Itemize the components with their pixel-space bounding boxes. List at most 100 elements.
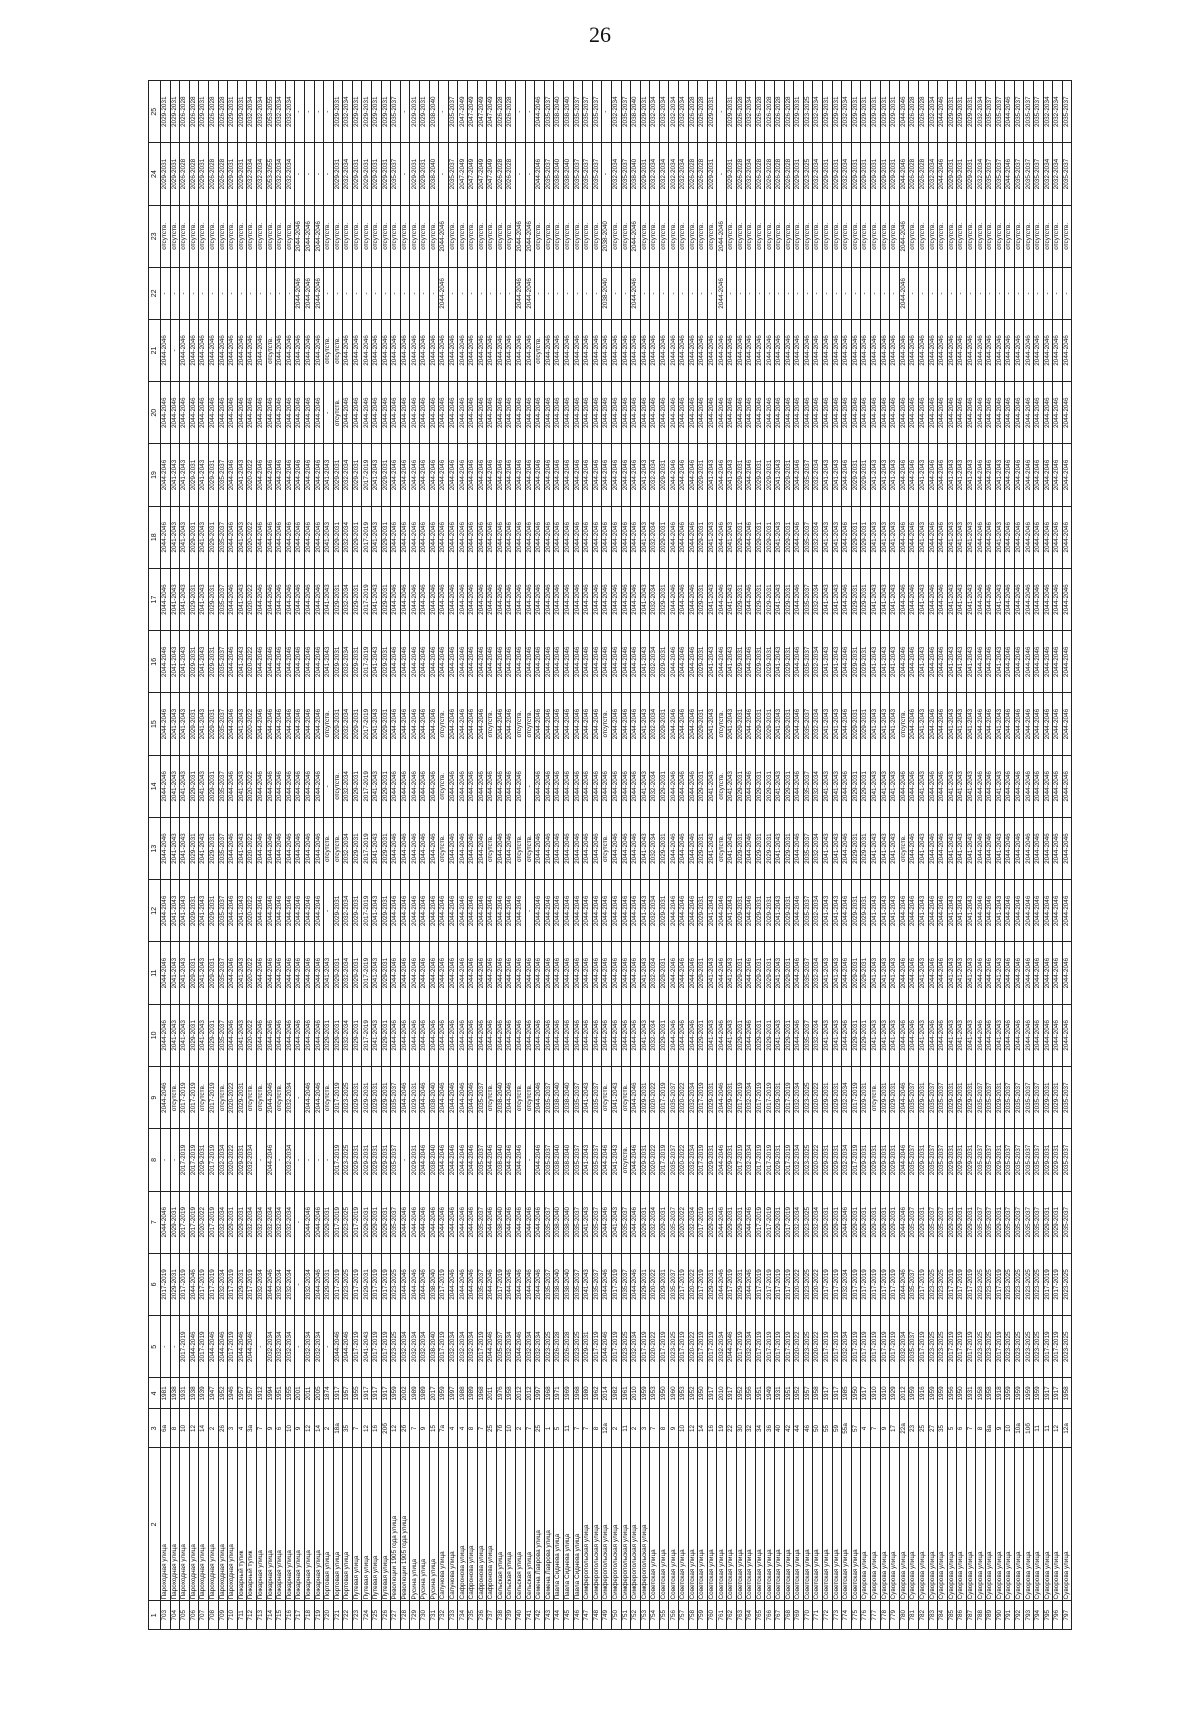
- table-cell: 2032-2034: [256, 142, 267, 206]
- table-cell: 2044-2046: [448, 443, 458, 507]
- table-cell: 2041-2043: [170, 817, 180, 880]
- table-cell: 2026-2028: [189, 80, 199, 143]
- table-cell: 1961: [621, 1377, 631, 1409]
- table-cell: 1950: [659, 1377, 669, 1409]
- table-cell: 2044-2046: [985, 942, 996, 1005]
- table-cell: 2044-2046: [294, 755, 305, 818]
- table-cell: 2044-2046: [448, 568, 458, 631]
- table-cell: 2029-2031: [659, 692, 669, 756]
- table-cell: -: [323, 755, 334, 818]
- table-cell: 2017-2019: [784, 1253, 794, 1316]
- table-cell: -: [409, 267, 420, 320]
- table-cell: 2035-2037: [668, 1253, 679, 1316]
- table-cell: 2029-2031: [832, 1128, 842, 1192]
- table-cell: 9: [880, 1408, 890, 1448]
- table-cell: 2041-2043: [237, 506, 247, 569]
- table-cell: 2044-2046: [294, 879, 305, 942]
- table-cell: 2044-2046: [429, 942, 439, 1005]
- table-cell: отсутств.: [486, 692, 497, 756]
- street-name-cell: Пожарная улица: [314, 1447, 324, 1601]
- table-cell: 2041-2043: [956, 1004, 967, 1067]
- table-cell: 2029-2031: [889, 1191, 900, 1254]
- table-cell: -: [678, 267, 689, 320]
- table-cell: 2035-2037: [908, 1128, 919, 1192]
- table-cell: 2032-2034: [793, 1191, 804, 1254]
- table-cell: 2044-2046: [880, 381, 890, 444]
- table-cell: 2044-2046: [716, 205, 727, 268]
- table-cell: 2029-2031: [1043, 1128, 1053, 1192]
- street-name-cell: Симферопольская улица: [640, 1447, 650, 1601]
- table-cell: 2044-2046: [534, 443, 545, 507]
- street-name-cell: Павла Сиднева улица: [573, 1447, 583, 1601]
- table-cell: -: [621, 267, 631, 320]
- table-cell: 2044-2046: [947, 319, 957, 382]
- table-cell: 2029-2031: [381, 443, 391, 507]
- table-cell: 2044-2046: [937, 443, 948, 507]
- table-cell: 2038-2040: [429, 1315, 439, 1378]
- table-cell: 2041-2043: [870, 630, 881, 693]
- street-name-cell: Суворова улица: [908, 1447, 919, 1601]
- table-cell: 2044-2046: [1004, 755, 1015, 818]
- table-cell: 2041-2043: [956, 942, 967, 1005]
- table-cell: 2032-2034: [266, 1191, 276, 1254]
- table-cell: 2044-2046: [275, 443, 286, 507]
- table-cell: 2044-2046: [525, 1191, 535, 1254]
- table-cell: 2044-2046: [515, 942, 526, 1005]
- table-cell: 7: [649, 1408, 660, 1448]
- table-cell: 2044-2046: [841, 755, 852, 818]
- table-cell: 2044-2046: [294, 267, 305, 320]
- table-cell: 2044-2046: [266, 1004, 276, 1067]
- table-cell: 2044-2046: [716, 630, 727, 693]
- table-cell: 2044-2046: [1062, 506, 1072, 569]
- table-cell: 2029-2031: [784, 755, 794, 818]
- table-cell: 2020-2022: [793, 1253, 804, 1316]
- table-cell: 2041-2043: [323, 630, 334, 693]
- table-cell: 2044-2046: [256, 879, 267, 942]
- table-cell: 1917: [333, 1377, 343, 1409]
- table-cell: 2044-2046: [256, 568, 267, 631]
- table-cell: 2017-2019: [764, 1191, 775, 1254]
- table-cell: 2017-2019: [1052, 1315, 1063, 1378]
- table-cell: 2044-2046: [611, 443, 621, 507]
- table-cell: 2017-2019: [179, 1066, 190, 1129]
- table-cell: 2044-2046: [496, 692, 506, 756]
- table-cell: 2041-2043: [918, 817, 928, 880]
- table-cell: 2044-2046: [928, 319, 938, 382]
- table-cell: 793: [1023, 1600, 1034, 1630]
- table-cell: 32: [745, 1408, 756, 1448]
- table-cell: 2029-2031: [860, 755, 871, 818]
- table-cell: отсутств.: [640, 205, 650, 268]
- table-cell: -: [400, 267, 410, 320]
- table-cell: 2032-2034: [812, 1004, 823, 1067]
- table-cell: 2041-2043: [237, 817, 247, 880]
- table-cell: 2044-2046: [1014, 319, 1024, 382]
- table-cell: 2035-2037: [544, 142, 554, 206]
- table-cell: 2044-2046: [160, 443, 171, 507]
- table-cell: 2029-2031: [361, 1253, 372, 1316]
- table-cell: 2044-2046: [505, 755, 516, 818]
- table-cell: отсутств.: [333, 205, 343, 268]
- table-cell: отсутств.: [486, 1066, 497, 1129]
- table-cell: 2044-2046: [275, 630, 286, 693]
- table-cell: 2044-2046: [668, 381, 679, 444]
- table-cell: 2041-2043: [918, 692, 928, 756]
- table-cell: 2017-2019: [477, 1315, 487, 1378]
- table-cell: 2032-2034: [275, 142, 286, 206]
- table-cell: 2038-2040: [563, 1191, 574, 1254]
- table-cell: 2035-2037: [1023, 1191, 1034, 1254]
- table-cell: 2044-2046: [438, 942, 449, 1005]
- table-cell: 2044-2046: [592, 506, 602, 569]
- table-cell: 2044-2046: [266, 755, 276, 818]
- table-cell: 3а: [246, 1408, 257, 1448]
- table-cell: 2032-2034: [812, 1191, 823, 1254]
- table-cell: 2035-2037: [218, 692, 228, 756]
- table-cell: 2017-2019: [208, 1066, 219, 1129]
- table-cell: 2029-2031: [371, 142, 382, 206]
- table-cell: 2032-2034: [1043, 80, 1053, 143]
- table-cell: 1938: [189, 1377, 199, 1409]
- table-cell: 2044-2046: [409, 692, 420, 756]
- table-cell: 2041-2043: [966, 443, 976, 507]
- table-cell: 2044-2046: [1052, 942, 1063, 1005]
